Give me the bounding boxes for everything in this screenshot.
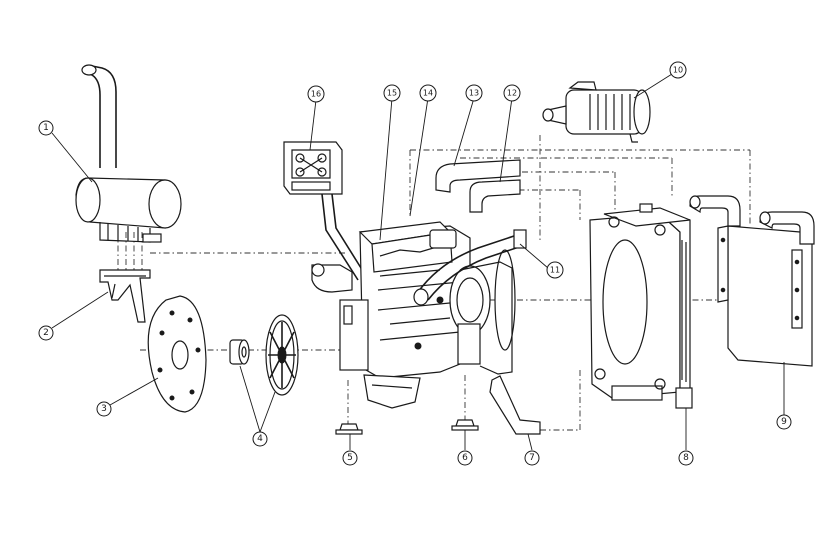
flywheel-disc: [265, 314, 299, 396]
leader-lines: [51, 73, 785, 451]
intercooler: [689, 195, 815, 367]
callout-5-label: 5: [347, 453, 353, 463]
callout-7: 7: [524, 450, 540, 466]
engine-block: [311, 221, 516, 409]
callout-6-label: 6: [462, 453, 468, 463]
callout-2-label: 2: [43, 328, 49, 338]
coupling: [229, 339, 250, 365]
callout-4-label: 4: [257, 434, 263, 444]
callout-8: 8: [678, 450, 694, 466]
callout-10-label: 10: [673, 66, 683, 75]
engine-mount-right: [451, 419, 479, 431]
callout-3-label: 3: [101, 404, 107, 414]
callout-12: 12: [503, 84, 521, 102]
radiator: [589, 203, 693, 409]
callout-13: 13: [465, 84, 483, 102]
callout-8-label: 8: [683, 453, 689, 463]
air-hose: [435, 159, 521, 193]
callout-10: 10: [669, 61, 687, 79]
lower-hose: [489, 375, 541, 435]
callout-11-label: 11: [550, 266, 560, 275]
intake-tube: [413, 229, 527, 306]
callout-14: 14: [419, 84, 437, 102]
callout-1-label: 1: [43, 123, 49, 133]
callout-3: 3: [96, 401, 112, 417]
engine-mount-left: [335, 423, 363, 435]
callout-9: 9: [776, 414, 792, 430]
callout-2: 2: [38, 325, 54, 341]
muffler-bracket: [99, 269, 151, 323]
callout-12-label: 12: [507, 89, 517, 98]
callout-16-label: 16: [311, 90, 321, 99]
callout-5: 5: [342, 450, 358, 466]
callout-16: 16: [307, 85, 325, 103]
callout-1: 1: [38, 120, 54, 136]
callout-15-label: 15: [387, 89, 397, 98]
upper-hose: [469, 179, 521, 213]
callout-4: 4: [252, 431, 268, 447]
callout-13-label: 13: [469, 89, 479, 98]
callout-15: 15: [383, 84, 401, 102]
muffler: [75, 64, 182, 243]
callout-9-label: 9: [781, 417, 787, 427]
air-cleaner: [542, 81, 651, 143]
callout-6: 6: [457, 450, 473, 466]
callout-14-label: 14: [423, 89, 433, 98]
callout-11: 11: [546, 261, 564, 279]
flywheel-housing: [147, 295, 207, 413]
callout-7-label: 7: [529, 453, 535, 463]
engine-mount-bracket: [283, 141, 367, 281]
